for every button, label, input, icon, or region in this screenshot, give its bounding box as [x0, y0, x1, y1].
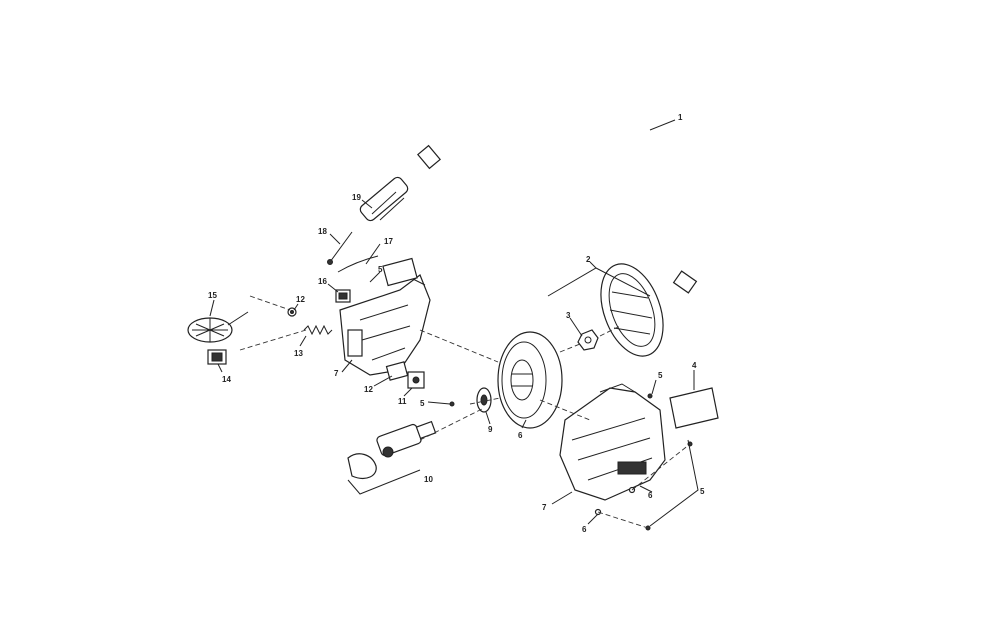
- leader-lines: [209, 119, 699, 527]
- callout-5-right: 5: [658, 371, 663, 380]
- callout-14: 14: [222, 375, 231, 384]
- callout-10: 10: [424, 475, 433, 484]
- handle-tube: [359, 176, 409, 222]
- callout-13: 13: [294, 349, 303, 358]
- callout-6-drum: 6: [518, 431, 523, 440]
- callout-11: 11: [398, 397, 407, 406]
- callout-15: 15: [208, 291, 217, 300]
- drum-cover: [600, 263, 664, 357]
- callout-7-left: 7: [334, 369, 339, 378]
- front-housing: [339, 257, 431, 376]
- connector-block: [207, 349, 227, 365]
- bearing-part: [476, 387, 492, 413]
- callout-1: 1: [678, 113, 683, 122]
- callout-3: 3: [566, 311, 571, 320]
- callout-5-screw: 5: [420, 399, 425, 408]
- callout-18: 18: [318, 227, 327, 236]
- callout-labels: 1 2 3 4 5 5 5 5 6 6 6 7 7 9 10 11 12 12 …: [208, 113, 705, 534]
- callout-2: 2: [586, 255, 591, 264]
- cable-coupling-right: [672, 270, 698, 294]
- drum-part: [497, 331, 563, 429]
- callout-12-upper: 12: [296, 295, 305, 304]
- callout-6-right: 6: [648, 491, 653, 500]
- switch-part-11: [407, 371, 425, 389]
- screw-part: [327, 231, 353, 265]
- callout-12-lower: 12: [364, 385, 373, 394]
- rear-housing: [559, 383, 666, 501]
- callout-17: 17: [384, 237, 393, 246]
- callout-7-right: 7: [542, 503, 547, 512]
- cable-assembly: [417, 92, 728, 294]
- part-16: [335, 289, 351, 303]
- spring-part: [303, 324, 333, 336]
- switch-part-12-lower: [385, 361, 409, 381]
- callout-4: 4: [692, 361, 697, 370]
- callout-19: 19: [352, 193, 361, 202]
- callout-16: 16: [318, 277, 327, 286]
- label-plate: [669, 387, 719, 429]
- callout-6-bottom: 6: [582, 525, 587, 534]
- assembly-lines: [239, 295, 691, 529]
- brush-part: [187, 311, 249, 343]
- switch-assembly: [347, 420, 437, 479]
- callout-9: 9: [488, 425, 493, 434]
- cable-coupling-left: [417, 144, 441, 170]
- nut-part: [577, 329, 599, 351]
- callout-5-far-right: 5: [700, 487, 705, 496]
- wire-part: [337, 255, 379, 273]
- callout-5-top: 5: [378, 265, 383, 274]
